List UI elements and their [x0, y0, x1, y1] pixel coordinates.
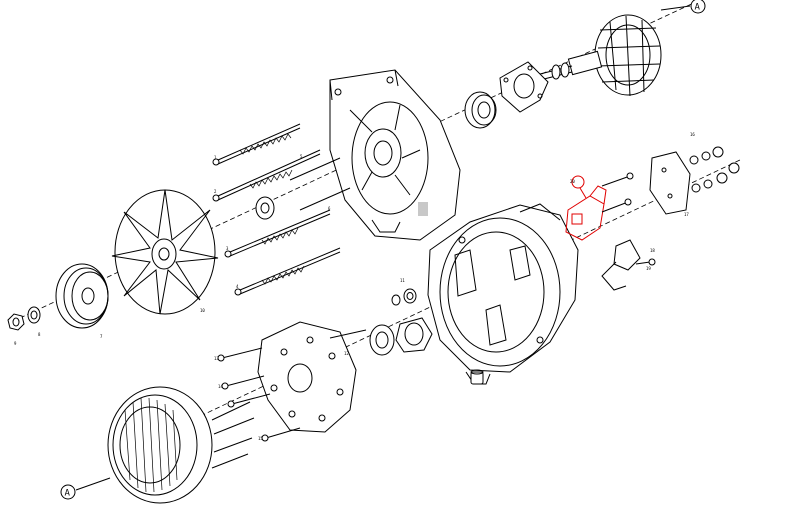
- voltage-regulator-highlighted: [565, 175, 607, 241]
- part-label: 15: [258, 436, 263, 441]
- part-label: 3: [226, 246, 229, 251]
- part-label: 10: [200, 308, 205, 313]
- part-label: 13: [214, 356, 219, 361]
- assembly-axis-lines: [19, 0, 741, 441]
- part-label: 16: [690, 132, 695, 137]
- part-label: 14: [218, 384, 223, 389]
- part-label: 8: [38, 332, 41, 337]
- part-label: 2: [214, 189, 217, 194]
- rotor-part: [539, 14, 662, 97]
- terminal-nuts: [689, 146, 740, 193]
- part-label: 11: [400, 278, 405, 283]
- part-labels: 1 2 3 4 5 6 7 8 9 10 11 12 13 14 15 16 1…: [14, 132, 695, 441]
- stator-part: [107, 386, 255, 504]
- rear-bushing: [395, 317, 433, 353]
- rectifier-screws: [217, 329, 367, 442]
- drive-end-housing: [329, 69, 461, 241]
- cooling-fan: [111, 189, 219, 315]
- reference-marker-label: A: [695, 3, 701, 13]
- spacer-washer: [255, 196, 275, 220]
- terminal-plate: [649, 151, 691, 215]
- part-label: 19: [646, 266, 651, 271]
- bearing-retainer-plate: [499, 61, 549, 113]
- part-label: 18: [650, 248, 655, 253]
- housing-bush: [470, 369, 484, 385]
- part-label: 1: [214, 155, 217, 160]
- part-label: 4: [236, 284, 239, 289]
- part-label: 20: [570, 179, 575, 184]
- reference-marker-label-bottom: A: [65, 489, 71, 499]
- pulley: [55, 263, 109, 329]
- reference-marker-bottom: A: [60, 477, 111, 500]
- part-label: 7: [100, 334, 103, 339]
- part-label: 17: [684, 212, 689, 217]
- lock-washer: [27, 306, 41, 324]
- suppression-capacitor: [601, 239, 656, 291]
- placeholder-block: [418, 202, 428, 216]
- reference-marker-top: A: [660, 0, 706, 14]
- small-washer: [391, 288, 417, 306]
- part-label: 9: [14, 341, 17, 346]
- rectifier-plate: [257, 321, 357, 433]
- slip-ring-end-housing: [427, 203, 579, 385]
- part-label: 6: [328, 206, 331, 211]
- through-bolts: [212, 123, 351, 296]
- part-label: 12: [344, 351, 349, 356]
- front-bearing: [464, 91, 497, 129]
- part-label: 5: [300, 154, 303, 159]
- rear-bearing: [369, 324, 395, 356]
- regulator-screws: [601, 172, 634, 213]
- pulley-nut: [7, 313, 25, 331]
